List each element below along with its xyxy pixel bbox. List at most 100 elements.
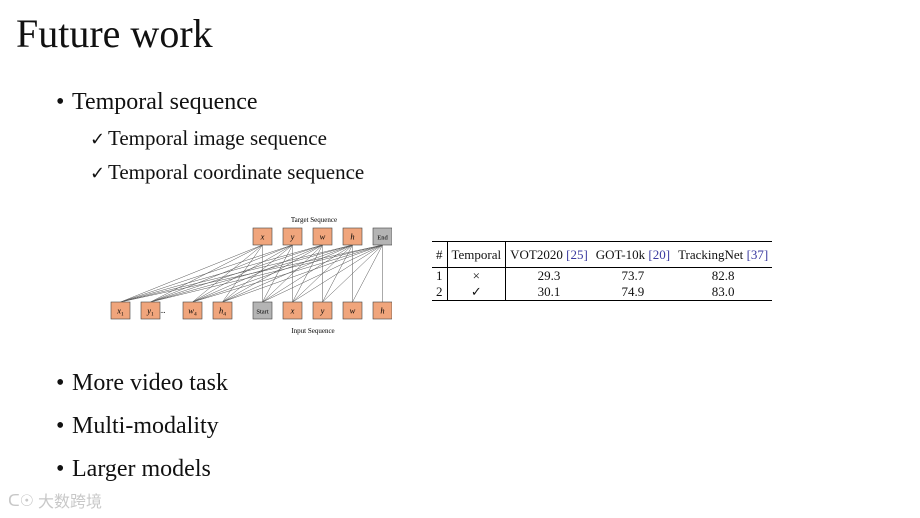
target-token-box <box>342 227 363 246</box>
target-token-box <box>282 227 303 246</box>
input-token-box <box>282 301 303 320</box>
bullet-multi-modality: • Multi-modality <box>56 413 219 440</box>
bullet-text: Temporal sequence <box>72 89 258 115</box>
cell-temporal: ✓ <box>447 284 507 301</box>
attention-edge <box>192 244 323 303</box>
check-icon: ✓ <box>90 129 106 150</box>
input-sequence-label: Input Sequence <box>291 327 334 335</box>
input-token: h <box>372 301 392 320</box>
sub-item-temporal-image: ✓ Temporal image sequence <box>90 126 327 151</box>
input-token-box <box>212 301 233 320</box>
input-token-box <box>372 301 392 320</box>
target-token-text: y <box>290 232 295 242</box>
attention-edge <box>262 244 353 303</box>
input-token-box <box>110 301 131 320</box>
input-token: y <box>312 301 333 320</box>
watermark-logo-icon: ᑕ☉ <box>8 490 35 510</box>
ellipsis: ... <box>159 305 166 315</box>
attention-edge <box>120 244 263 303</box>
header-index: # <box>432 241 448 268</box>
input-token-text: h <box>380 306 384 316</box>
sub-item-text: Temporal coordinate sequence <box>108 160 365 184</box>
target-token-box <box>372 227 392 246</box>
attention-edge <box>262 244 293 303</box>
input-token: x1 <box>110 301 131 320</box>
header-temporal: Temporal <box>447 241 507 268</box>
input-token-box <box>140 301 161 320</box>
watermark-text: 大数跨境 <box>38 492 103 511</box>
target-token-text: End <box>377 235 388 242</box>
citation-link[interactable]: [25] <box>566 246 588 262</box>
slide-title: Future work <box>16 11 213 56</box>
bullet-dot: • <box>56 89 65 115</box>
input-token: Start <box>252 301 273 320</box>
attention-edge <box>192 244 293 303</box>
bullet-dot: • <box>56 370 65 396</box>
input-token: y1 <box>140 301 161 320</box>
table-row: 2 ✓ 30.1 74.9 83.0 <box>432 284 773 301</box>
target-token-text: h <box>350 232 354 242</box>
input-token-box <box>252 301 273 320</box>
bullet-dot: • <box>56 456 65 482</box>
header-trackingnet: TrackingNet [37] <box>678 246 769 262</box>
input-token-box <box>312 301 333 320</box>
input-token-text: x1 <box>116 306 124 318</box>
sub-item-text: Temporal image sequence <box>108 126 327 150</box>
attention-edge <box>120 244 383 303</box>
attention-edge <box>192 244 383 303</box>
bullet-temporal-sequence: • Temporal sequence <box>56 89 258 116</box>
target-token-box <box>252 227 273 246</box>
cell-index: 1 <box>432 267 448 284</box>
attention-edge <box>192 244 263 303</box>
attention-edge <box>352 244 383 303</box>
table-header-row: # Temporal VOT2020 [25] GOT-10k [20] Tra… <box>432 241 773 268</box>
input-token: w4 <box>182 301 203 320</box>
attention-edge <box>262 244 383 303</box>
check-icon: ✓ <box>90 163 106 184</box>
attention-edge <box>120 244 353 303</box>
input-token-text: Start <box>256 309 268 316</box>
target-token: End <box>372 227 392 246</box>
table-row: 1 × 29.3 73.7 82.8 <box>432 267 772 284</box>
input-token: w <box>342 301 363 320</box>
citation-link[interactable]: [20] <box>648 246 671 262</box>
citation-link[interactable]: [37] <box>746 246 769 262</box>
bullet-text: Multi-modality <box>72 413 219 439</box>
input-token-text: h4 <box>219 306 226 318</box>
input-token: h4 <box>212 301 233 320</box>
attention-edge <box>322 244 383 303</box>
target-token-text: w <box>320 232 326 242</box>
cell-temporal: × <box>447 267 507 284</box>
target-token-text: x <box>260 232 265 242</box>
attention-edge <box>120 244 293 303</box>
target-token-box <box>312 227 333 246</box>
cell-vot2020: 30.1 <box>537 284 561 299</box>
results-table: # Temporal VOT2020 [25] GOT-10k [20] Tra… <box>432 241 773 301</box>
bullet-dot: • <box>56 413 65 439</box>
attention-edges <box>120 244 383 303</box>
input-token-box <box>342 301 363 320</box>
input-token-box <box>182 301 203 320</box>
header-got10k: GOT-10k [20] <box>595 246 671 262</box>
input-token-text: w <box>350 306 356 316</box>
input-token: x <box>282 301 303 320</box>
target-sequence-label: Target Sequence <box>291 216 337 224</box>
bullet-text: More video task <box>72 370 228 396</box>
input-token-text: w4 <box>188 306 197 318</box>
bullet-text: Larger models <box>72 456 211 482</box>
sub-item-temporal-coordinate: ✓ Temporal coordinate sequence <box>90 160 364 185</box>
cell-got10k: 74.9 <box>621 284 645 299</box>
input-token-text: y <box>320 306 325 316</box>
cell-got10k: 73.7 <box>621 268 645 283</box>
attention-edge <box>222 244 383 303</box>
sequence-diagram: Target Sequence Input Sequence ... x y w h E… <box>110 216 392 335</box>
cell-index: 2 <box>432 284 448 301</box>
target-token: y <box>282 227 303 246</box>
input-token-text: x <box>290 306 295 316</box>
bullet-more-video-task: • More video task <box>56 370 228 397</box>
attention-edge <box>192 244 353 303</box>
target-token: w <box>312 227 333 246</box>
cell-trackingnet: 83.0 <box>711 284 735 299</box>
attention-edge <box>262 244 323 303</box>
watermark: ᑕ☉ 大数跨境 <box>8 488 102 512</box>
